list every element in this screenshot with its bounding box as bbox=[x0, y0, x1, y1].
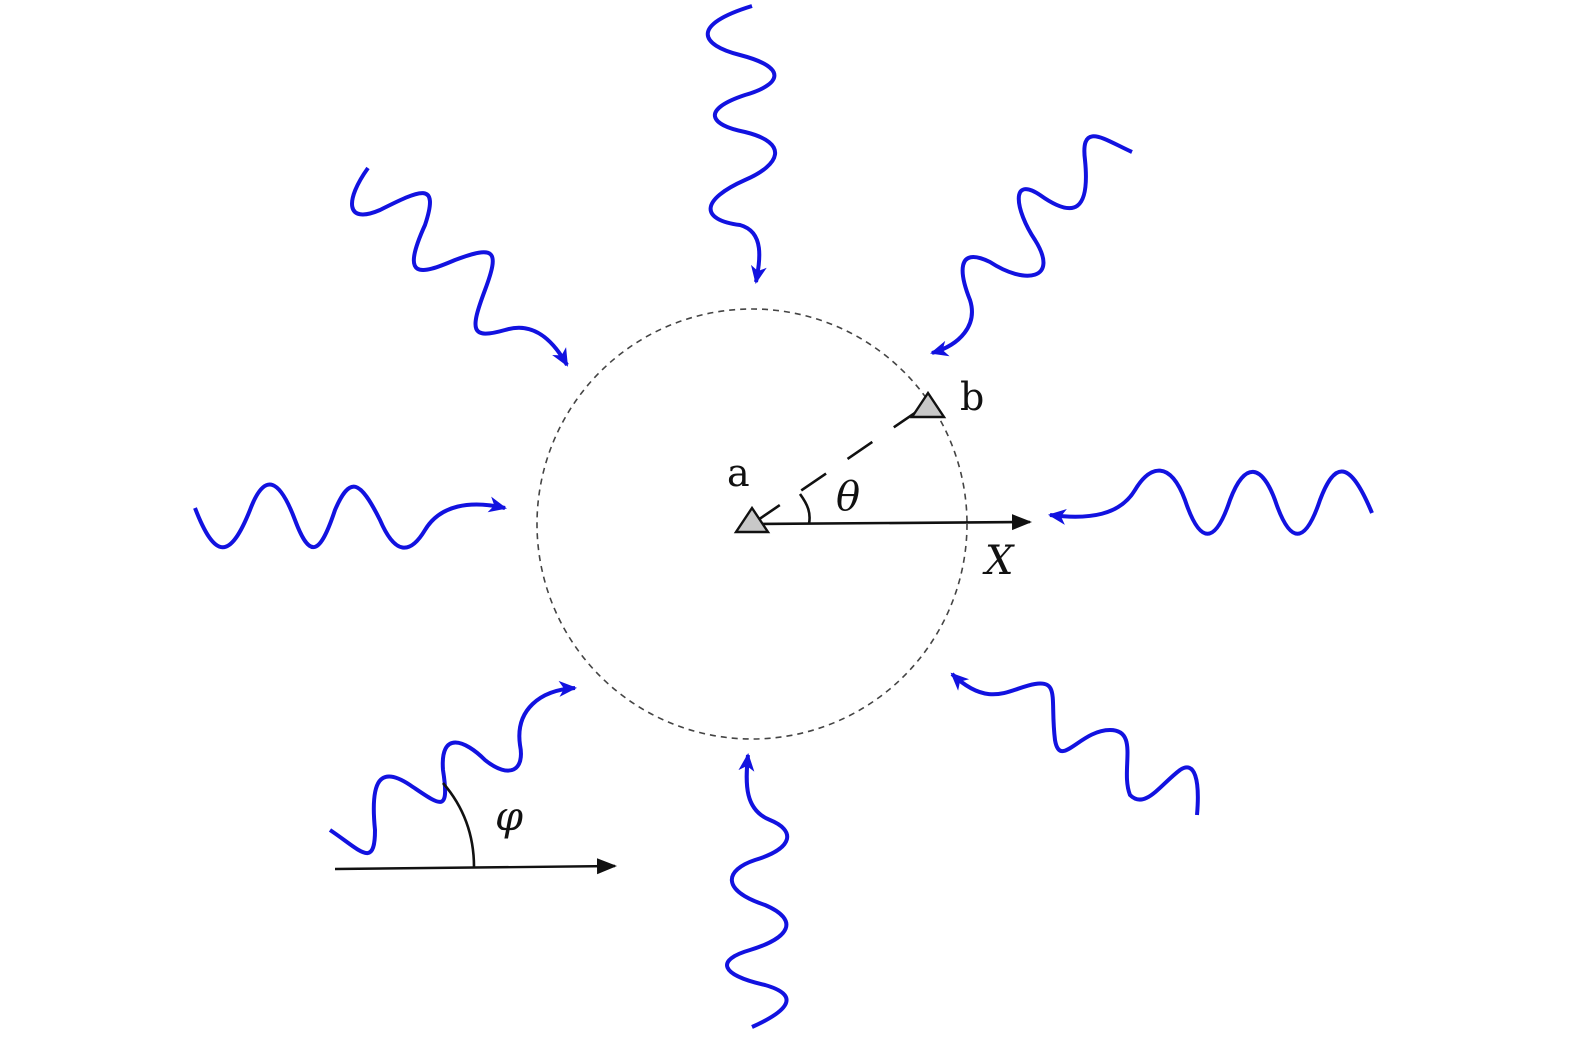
wave-top bbox=[705, 4, 778, 284]
wave-bottom bbox=[725, 753, 790, 1029]
label-phi: φ bbox=[495, 794, 523, 840]
sensor-a-icon bbox=[733, 505, 771, 534]
baseline-a-b bbox=[754, 402, 929, 524]
theta-arc bbox=[798, 493, 811, 525]
label-sensor-b: b bbox=[960, 375, 984, 419]
wave-lower-left bbox=[328, 680, 577, 855]
label-sensor-a: a bbox=[727, 451, 750, 495]
phi-arc bbox=[442, 782, 476, 868]
wave-left bbox=[193, 482, 507, 550]
wave-right bbox=[1048, 468, 1374, 536]
wave-upper-left bbox=[350, 166, 569, 367]
wave-lower-right bbox=[950, 672, 1200, 816]
array-circle bbox=[536, 308, 968, 740]
phi-reference-arrow bbox=[334, 858, 617, 875]
label-theta: θ bbox=[836, 474, 860, 520]
x-axis-arrow bbox=[751, 514, 1032, 531]
wave-upper-right bbox=[930, 134, 1133, 357]
label-x-axis: X bbox=[982, 538, 1015, 584]
sensor-b-icon bbox=[909, 390, 947, 419]
